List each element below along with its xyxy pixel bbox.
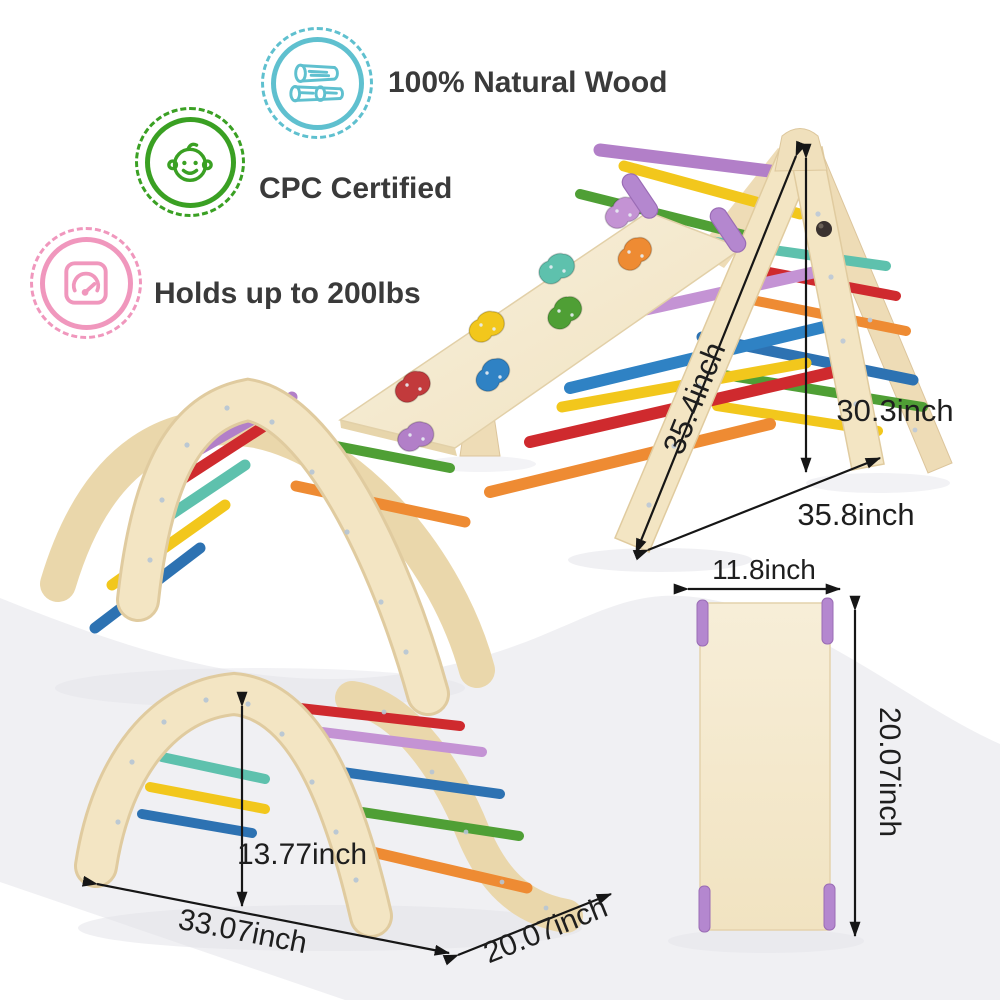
dimension-label-board-length: 20.07inch [873, 707, 906, 837]
dimension-annotations [81, 140, 882, 966]
arch-climber-near-rail [77, 674, 390, 935]
hold-red [394, 370, 431, 404]
hold-teal [538, 252, 576, 285]
board-hook-top-right [821, 597, 834, 645]
arch-rocker-screws [147, 405, 409, 655]
baby-face-icon [167, 142, 213, 182]
board-surface [699, 602, 831, 931]
badge-weight-capacity [30, 227, 142, 339]
dimension-label-triangle-height: 30.3inch [836, 393, 953, 428]
board-hook-bottom-right [823, 883, 836, 931]
badge-label-cpc-certified: CPC Certified [259, 172, 453, 205]
hold-screws [405, 209, 644, 441]
ramp-board-top-view [696, 597, 836, 933]
hold-yellow [468, 310, 506, 343]
badge-label-weight-capacity: Holds up to 200lbs [154, 277, 421, 310]
hold-blue [475, 357, 511, 393]
wood-logs-icon [289, 63, 344, 103]
dimension-label-arch-height: 13.77inch [237, 838, 367, 871]
board-hook-top-left [696, 599, 709, 647]
arch-climber [74, 671, 583, 938]
arch-rocker [40, 377, 495, 716]
hinge-knob [816, 221, 832, 237]
dimension-label-board-width: 11.8inch [712, 554, 816, 585]
gauge-icon [64, 261, 108, 305]
hold-purple [397, 420, 435, 453]
board-hook-bottom-left [698, 885, 711, 933]
badge-natural-wood [261, 27, 373, 139]
triangle-apex [774, 128, 828, 172]
dimension-label-triangle-base: 35.8inch [797, 497, 914, 532]
dimension-arrow-arch-depth [442, 892, 613, 966]
badge-cpc-certified [135, 107, 245, 217]
badge-label-natural-wood: 100% Natural Wood [388, 66, 668, 99]
dimension-arrow-triangle-base [632, 456, 882, 561]
climbing-holds [394, 196, 653, 453]
hold-green [547, 295, 583, 330]
dimension-arrow-arch-length [81, 875, 451, 956]
arch-rocker-near-rail [119, 380, 447, 713]
